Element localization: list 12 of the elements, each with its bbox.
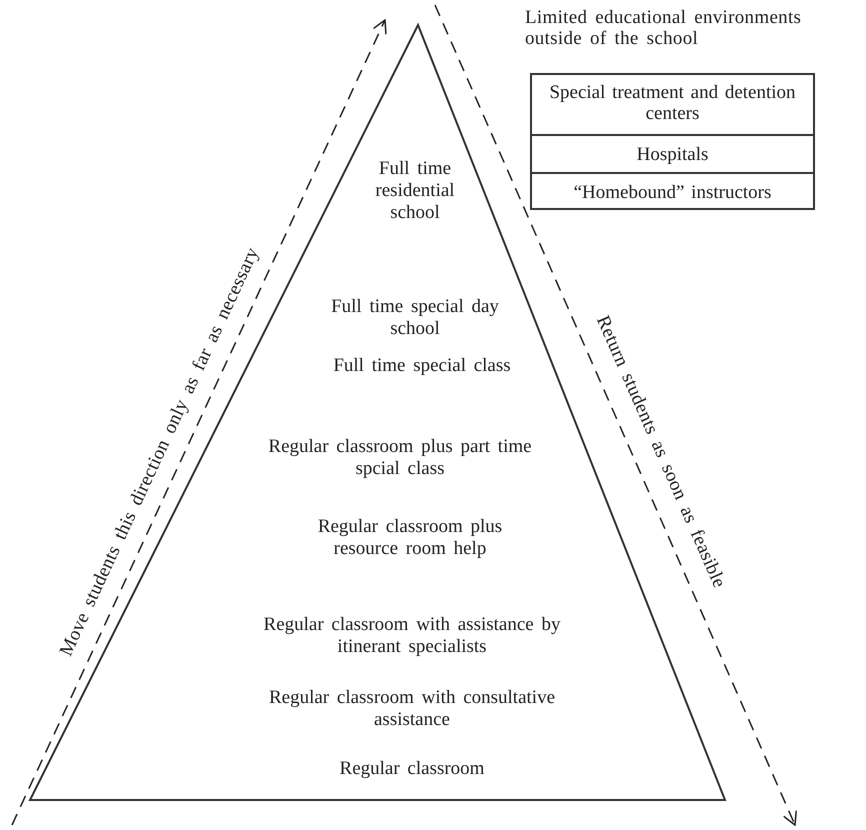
group-heading: Limited educational environments outside of the school [525, 7, 802, 49]
pyramid-level-text: Regular classroom plus part time spcial class [267, 436, 533, 480]
pyramid-level-text: Regular classroom plus resource room help [316, 516, 504, 560]
pyramid-level-text: Full time special class [332, 355, 512, 377]
pyramid-level-text: Regular classroom [338, 758, 486, 780]
pyramid-level-text: Full time special day school [330, 296, 500, 340]
pyramid-level-text: Regular classroom with assistance by itinerant specialists [262, 614, 562, 658]
list-row: Special treatment and detention centers [532, 75, 813, 134]
list-row: “Homebound” instructors [532, 172, 813, 212]
pyramid-level-text: Full time residential school [374, 158, 456, 224]
pyramid-level-text: Regular classroom with consultative assistance [268, 687, 556, 731]
list-row: Hospitals [532, 134, 813, 172]
